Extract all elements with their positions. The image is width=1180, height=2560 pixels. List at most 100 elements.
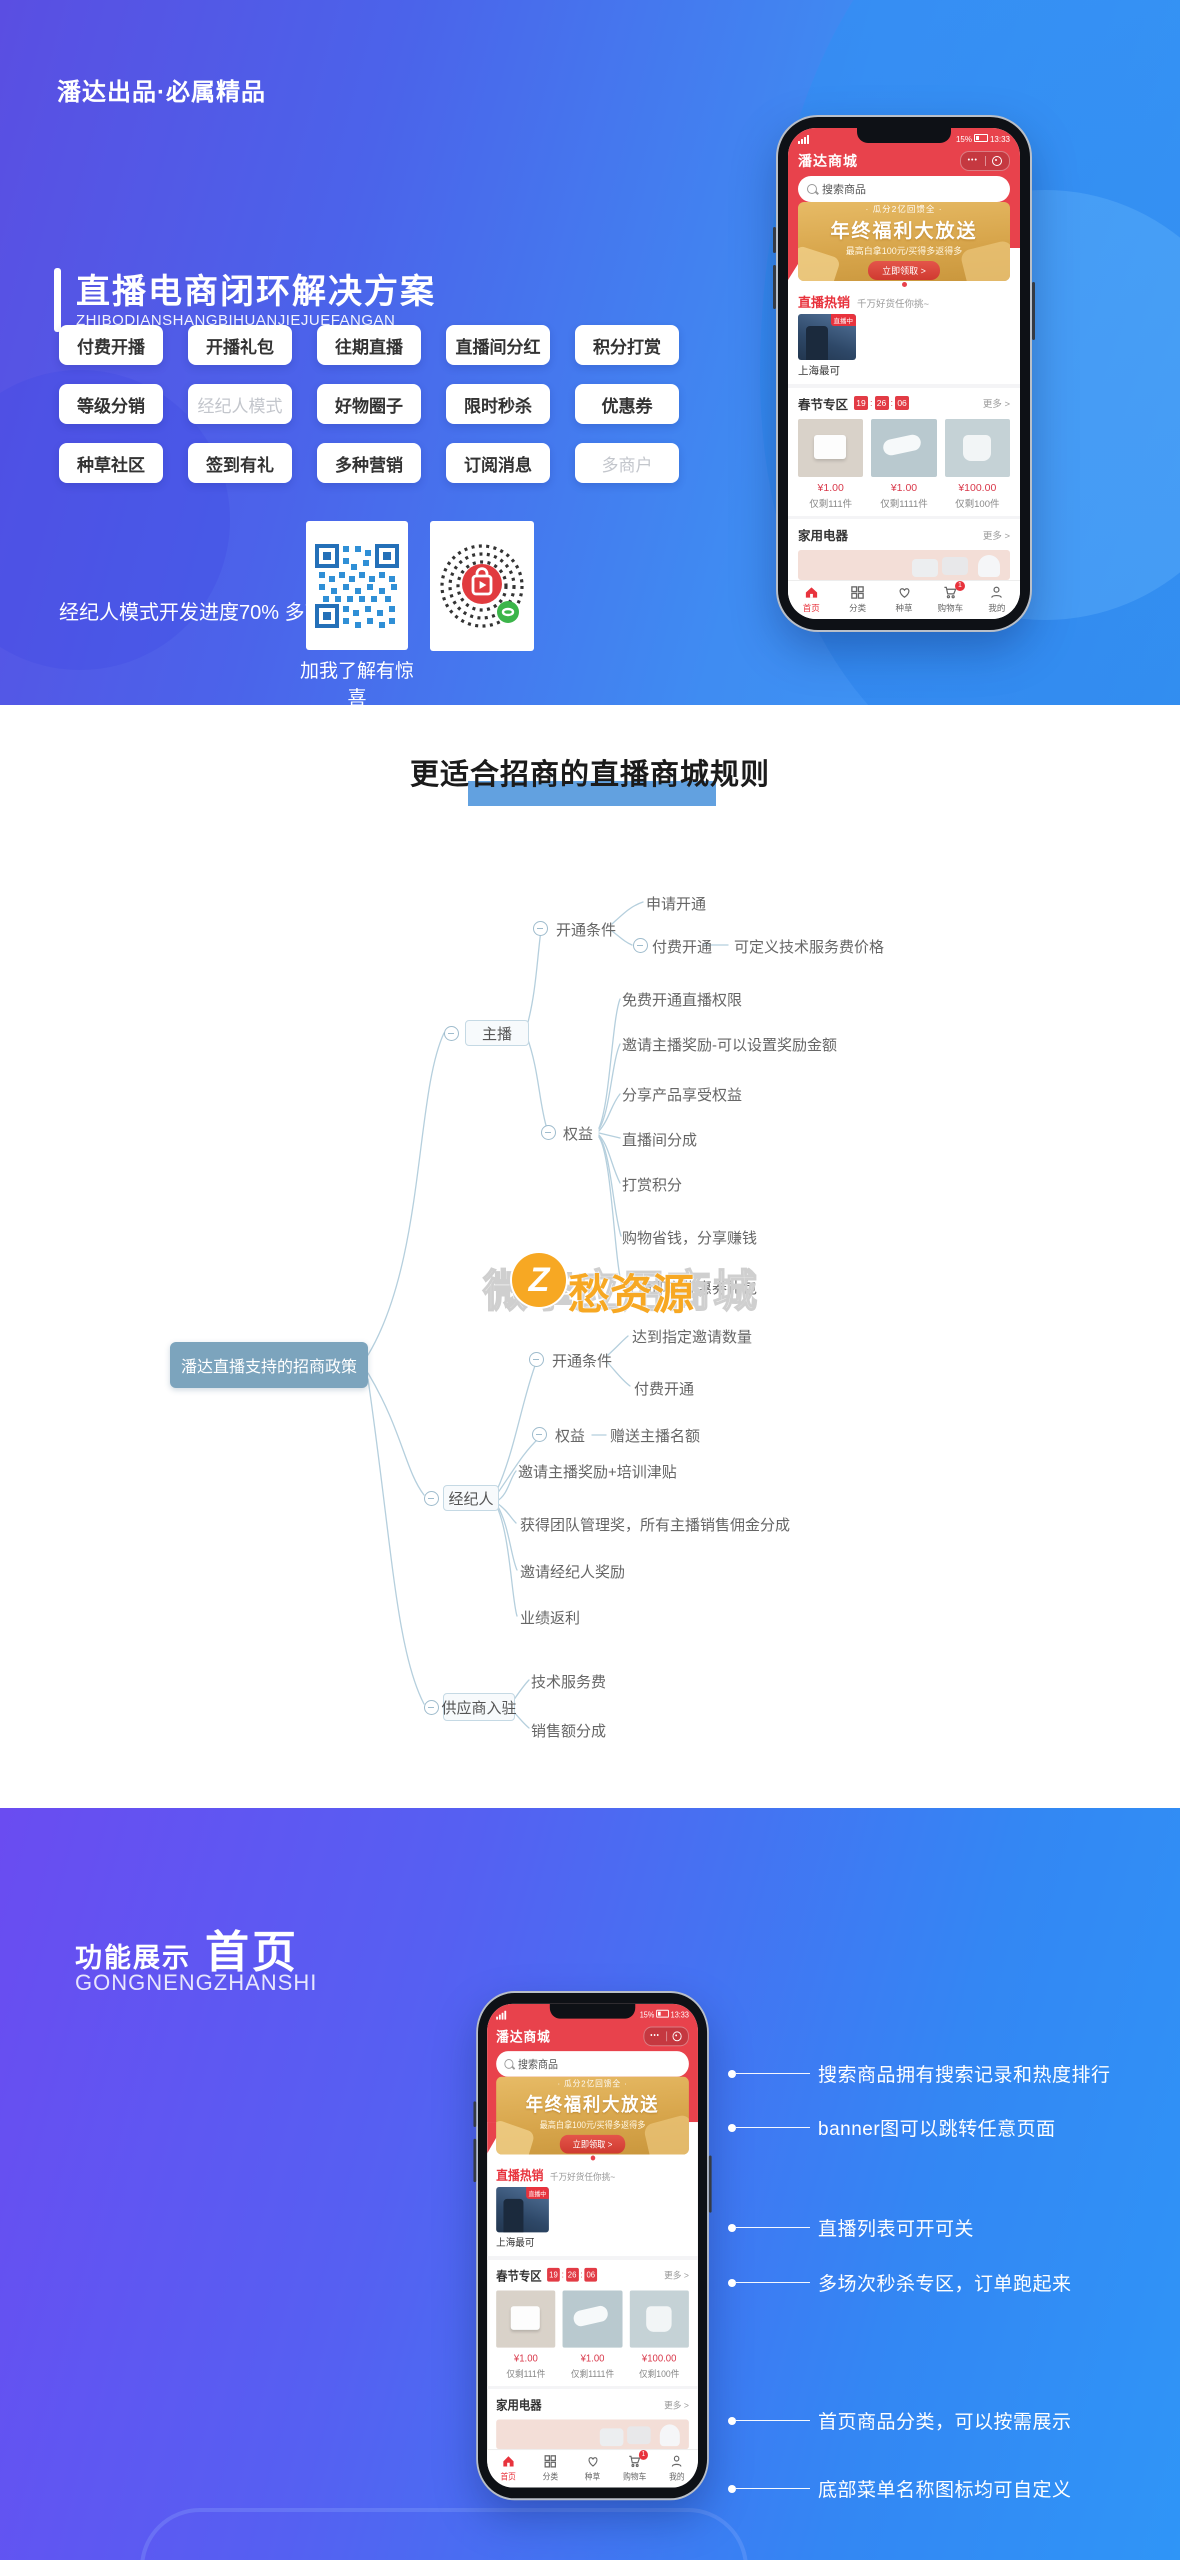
product-card[interactable]: ¥1.00 仅剩111件 <box>496 2290 556 2380</box>
mindmap-node-anchor[interactable]: 主播 <box>465 1020 529 1046</box>
product-card[interactable]: ¥1.00 仅剩1111件 <box>871 418 937 510</box>
section-divider <box>788 383 1020 388</box>
rules-title: 更适合招商的直播商城规则 <box>409 759 770 791</box>
product-image[interactable] <box>871 418 937 477</box>
collapse-icon[interactable] <box>529 1352 544 1367</box>
clock: 13:33 <box>670 2010 689 2020</box>
feature-button-level-distribution[interactable]: 等级分销 <box>59 384 163 424</box>
product-card[interactable]: ¥100.00 仅剩100件 <box>944 418 1010 510</box>
more-menu-icon[interactable]: ••• <box>650 2032 660 2040</box>
live-stream-thumbnail[interactable]: 直播中 <box>496 2186 549 2233</box>
collapse-icon[interactable] <box>532 1427 547 1442</box>
promo-banner[interactable]: · 瓜分2亿回馈全 · 年终福利大放送 最高白拿100元/买得多返得多 立即领取… <box>496 2076 689 2155</box>
mindmap-leaf: 达到指定邀请数量 <box>632 1329 753 1346</box>
product-image[interactable] <box>562 2290 623 2348</box>
tab-home[interactable]: 首页 <box>788 581 834 619</box>
product-image[interactable] <box>944 418 1010 477</box>
appliance-title: 家用电器 <box>496 2399 542 2413</box>
product-stock: 仅剩100件 <box>639 2368 680 2380</box>
search-input[interactable]: 搜索商品 <box>798 176 1010 202</box>
feature-button-agent-mode[interactable]: 经纪人模式 <box>188 384 292 424</box>
appliance-title: 家用电器 <box>798 529 849 544</box>
search-icon <box>807 184 817 194</box>
product-image[interactable] <box>798 418 864 477</box>
feature-button-subscribe[interactable]: 订阅消息 <box>446 443 550 483</box>
feature-button-community[interactable]: 种草社区 <box>59 443 163 483</box>
appliance-banner[interactable] <box>798 550 1010 580</box>
mindmap-node-supplier[interactable]: 供应商入驻 <box>442 1693 517 1721</box>
title-highlight-bar <box>468 781 716 806</box>
appliance-banner[interactable] <box>496 2419 689 2449</box>
promo-banner[interactable]: · 瓜分2亿回馈全 · 年终福利大放送 最高白拿100元/买得多返得多 立即领取… <box>798 202 1010 281</box>
grid-icon <box>850 585 865 600</box>
countdown-hours: 19 <box>547 2267 560 2282</box>
feature-button-past-broadcast[interactable]: 往期直播 <box>317 325 421 365</box>
collapse-icon[interactable] <box>444 1026 459 1041</box>
feature-button-paid-broadcast[interactable]: 付费开播 <box>59 325 163 365</box>
grid-icon <box>544 2454 558 2469</box>
feature-button-checkin[interactable]: 签到有礼 <box>188 443 292 483</box>
tab-profile[interactable]: 我的 <box>656 2450 698 2488</box>
callout-line <box>736 2126 810 2129</box>
phone-power-button <box>708 2155 712 2213</box>
phone-mute-switch <box>773 227 776 253</box>
seckill-more-link[interactable]: 更多 > <box>982 399 1010 411</box>
collapse-icon[interactable] <box>424 1491 439 1506</box>
mindmap-root-node[interactable]: 潘达直播支持的招商政策 <box>170 1342 368 1388</box>
feature-button-goods-circle[interactable]: 好物圈子 <box>317 384 421 424</box>
product-image[interactable] <box>496 2290 556 2348</box>
tab-discover[interactable]: 种草 <box>881 581 927 619</box>
collapse-icon[interactable] <box>541 1125 556 1140</box>
callout-item: 多场次秒杀专区，订单跑起来 <box>728 2269 1072 2296</box>
feature-button-points-reward[interactable]: 积分打赏 <box>575 325 679 365</box>
claim-now-button[interactable]: 立即领取 > <box>559 2134 626 2154</box>
home-icon <box>804 585 819 600</box>
tab-cart[interactable]: 1 购物车 <box>937 581 965 614</box>
close-target-icon[interactable] <box>986 156 1010 166</box>
tab-home[interactable]: 首页 <box>487 2450 529 2488</box>
battery-percent: 15% <box>955 135 972 144</box>
feature-button-flash-sale[interactable]: 限时秒杀 <box>446 384 550 424</box>
live-stream-thumbnail[interactable]: 直播中 <box>798 313 856 360</box>
callout-dot <box>728 2123 736 2132</box>
feature-button-marketing[interactable]: 多种营销 <box>317 443 421 483</box>
live-stream-card[interactable]: 直播中 上海最可 <box>798 313 856 378</box>
appliance-more-link[interactable]: 更多 > <box>664 2400 689 2412</box>
callout-dot <box>728 2069 736 2078</box>
banner-pagination-dot <box>788 281 1020 289</box>
mindmap-branch: 付费开通 <box>652 939 713 956</box>
product-price: ¥1.00 <box>580 2352 605 2364</box>
product-image[interactable] <box>629 2290 689 2348</box>
live-badge: 直播中 <box>525 2186 549 2199</box>
mindmap-node-agent[interactable]: 经纪人 <box>443 1485 499 1511</box>
product-card[interactable]: ¥100.00 仅剩100件 <box>629 2290 689 2380</box>
feature-button-multi-merchant[interactable]: 多商户 <box>575 443 679 483</box>
claim-now-button[interactable]: 立即领取 > <box>868 260 940 280</box>
tab-discover[interactable]: 种草 <box>571 2450 613 2488</box>
feature-button-room-dividend[interactable]: 直播间分红 <box>446 325 550 365</box>
collapse-icon[interactable] <box>533 921 548 936</box>
product-card[interactable]: ¥1.00 仅剩111件 <box>798 418 864 510</box>
collapse-icon[interactable] <box>424 1700 439 1715</box>
callout-line <box>736 2226 810 2229</box>
feature-button-coupon[interactable]: 优惠券 <box>575 384 679 424</box>
page-title: 直播电商闭环解决方案 <box>76 273 436 311</box>
feature-button-broadcast-gift[interactable]: 开播礼包 <box>188 325 292 365</box>
tab-profile[interactable]: 我的 <box>974 581 1020 619</box>
live-stream-card[interactable]: 直播中 上海最可 <box>496 2186 549 2250</box>
close-target-icon[interactable] <box>667 2031 688 2042</box>
battery-icon <box>656 2009 669 2018</box>
tab-cart[interactable]: 1 购物车 <box>623 2450 648 2482</box>
search-input[interactable]: 搜索商品 <box>496 2051 689 2077</box>
appliance-more-link[interactable]: 更多 > <box>982 530 1010 542</box>
miniprogram-capsule[interactable]: ••• <box>643 2026 689 2047</box>
tab-category[interactable]: 分类 <box>529 2450 571 2488</box>
miniprogram-capsule[interactable]: ••• <box>960 151 1010 171</box>
tab-category[interactable]: 分类 <box>834 581 880 619</box>
seckill-more-link[interactable]: 更多 > <box>664 2270 689 2282</box>
callout-dot <box>728 2223 736 2232</box>
more-menu-icon[interactable]: ••• <box>967 157 978 164</box>
mindmap-leaf: 打赏积分 <box>622 1177 683 1194</box>
product-card[interactable]: ¥1.00 仅剩1111件 <box>562 2290 623 2380</box>
collapse-icon[interactable] <box>633 938 648 953</box>
